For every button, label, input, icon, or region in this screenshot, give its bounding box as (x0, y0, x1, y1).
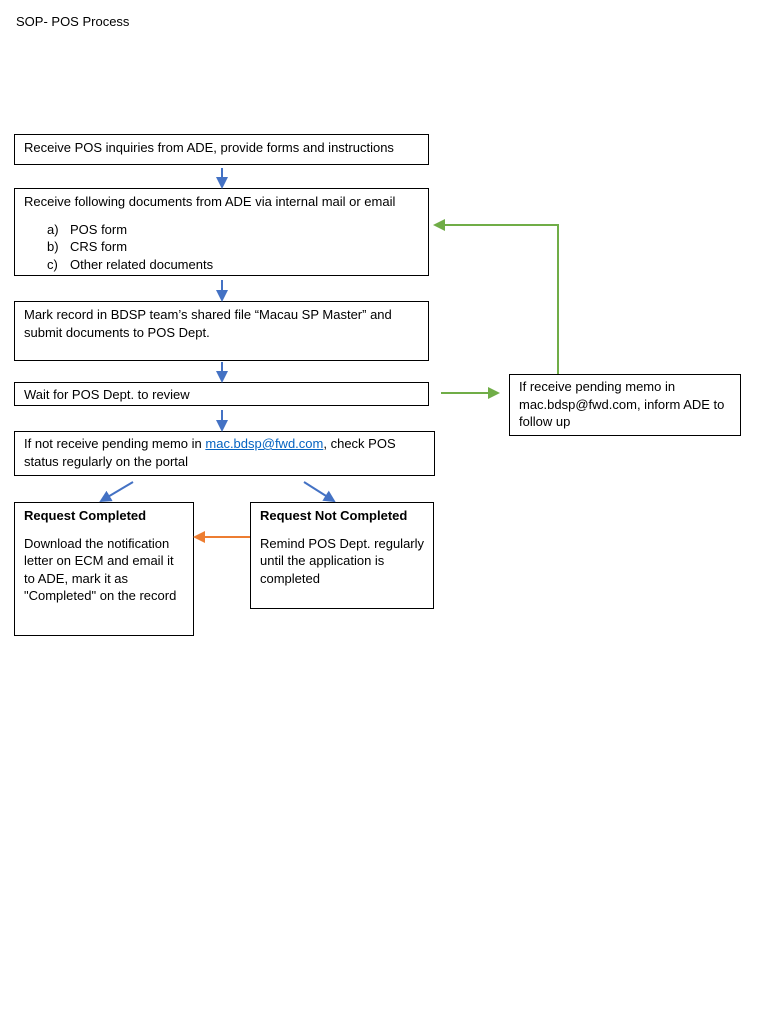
document-list-item: c) Other related documents (24, 256, 419, 274)
no-pending-memo-prefix: If not receive pending memo in (24, 436, 206, 451)
list-item-text: Other related documents (70, 256, 214, 272)
step-receive-documents-text: Receive following documents from ADE via… (24, 194, 396, 209)
request-not-completed-heading: Request Not Completed (260, 508, 408, 523)
list-marker: a) (47, 221, 59, 237)
step-receive-documents: Receive following documents from ADE via… (14, 188, 429, 276)
email-link[interactable]: mac.bdsp@fwd.com (205, 436, 324, 451)
step-pending-memo: If receive pending memo in mac.bdsp@fwd.… (509, 374, 741, 436)
no-pending-memo-suffix: , check POS status regularly on the port… (24, 436, 396, 469)
request-not-completed-body: Remind POS Dept. regularly until the app… (260, 535, 425, 586)
request-completed-body: Download the notification letter on ECM … (24, 535, 177, 604)
step-wait-review-text: Wait for POS Dept. to review (24, 387, 190, 402)
step-receive-inquiries: Receive POS inquiries from ADE, provide … (14, 134, 429, 165)
arrow-to-request-not-completed (303, 481, 336, 503)
document-list: a) POS form b) CRS form c) Other related… (24, 221, 419, 274)
request-completed-heading: Request Completed (24, 508, 147, 523)
list-marker: b) (47, 239, 59, 254)
arrow-pending-memo-loop-back (433, 219, 559, 374)
step-pending-memo-text: If receive pending memo in mac.bdsp@fwd.… (519, 379, 725, 429)
document-list-item: a) POS form (24, 221, 419, 239)
step-no-pending-memo-text: If not receive pending memo in mac.bdsp@… (24, 435, 425, 470)
step-receive-inquiries-text: Receive POS inquiries from ADE, provide … (24, 140, 394, 155)
step-no-pending-memo: If not receive pending memo in mac.bdsp@… (14, 431, 435, 476)
list-item-text: CRS form (70, 239, 128, 254)
list-item-text: POS form (70, 221, 128, 237)
list-marker: c) (47, 256, 58, 272)
step-request-completed: Request Completed Download the notificat… (14, 502, 194, 636)
step-mark-record-text: Mark record in BDSP team’s shared file “… (24, 307, 392, 340)
document-list-item: b) CRS form (24, 238, 419, 256)
step-request-not-completed: Request Not Completed Remind POS Dept. r… (250, 502, 434, 609)
document-title: SOP- POS Process (16, 14, 130, 29)
arrow-to-request-completed (99, 481, 134, 503)
